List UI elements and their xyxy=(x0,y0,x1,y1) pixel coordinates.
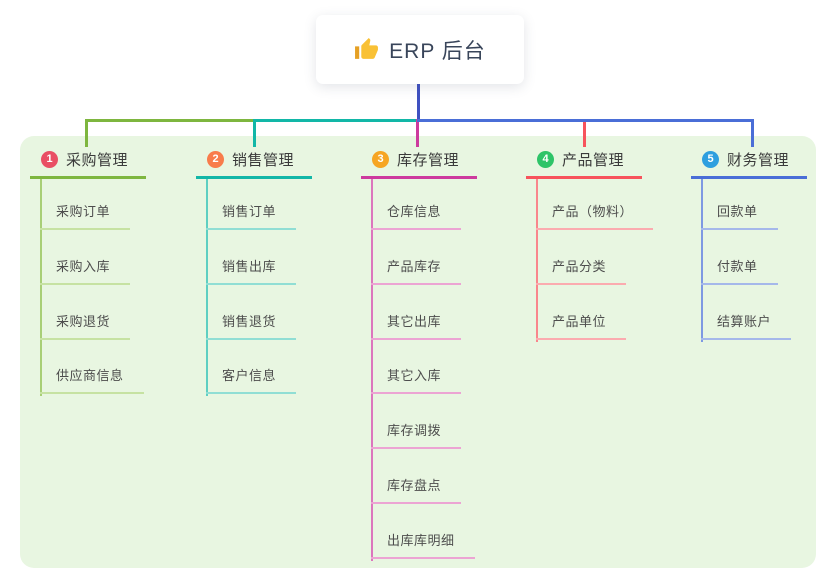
branch-trunk-line xyxy=(536,179,538,342)
branch-label-text: 财务管理 xyxy=(727,152,790,169)
branch-node: 2 销售管理 销售订单 销售出库 销售退货 客户信息 xyxy=(196,0,346,588)
child-node[interactable]: 采购退货 xyxy=(40,312,131,340)
child-node-label: 采购退货 xyxy=(56,313,111,329)
child-node[interactable]: 产品单位 xyxy=(536,312,627,340)
branch-trunk-line xyxy=(701,179,703,342)
child-node[interactable]: 回款单 xyxy=(701,202,778,230)
branch-number-badge: 4 xyxy=(537,151,554,168)
connector-line xyxy=(252,119,420,122)
child-node[interactable]: 产品（物料） xyxy=(536,202,654,230)
branches-background-panel xyxy=(20,136,816,568)
child-node-label: 其它出库 xyxy=(387,313,442,329)
child-node-label: 产品（物料） xyxy=(552,204,634,219)
child-node[interactable]: 其它入库 xyxy=(371,366,462,395)
child-node-label: 库存盘点 xyxy=(387,478,442,493)
branch-label-text: 产品管理 xyxy=(562,152,625,169)
connector-line xyxy=(84,119,420,122)
connector-line xyxy=(417,84,420,122)
branch-label[interactable]: 3 库存管理 xyxy=(361,149,477,179)
connector-line xyxy=(582,122,586,147)
child-node[interactable]: 库存盘点 xyxy=(371,476,462,504)
branch-number-badge: 2 xyxy=(207,151,224,168)
connector-line xyxy=(417,119,754,122)
branch-label[interactable]: 1 采购管理 xyxy=(30,149,146,179)
connector-line xyxy=(252,119,256,147)
child-node-label: 销售出库 xyxy=(222,258,277,274)
child-node[interactable]: 仓库信息 xyxy=(371,202,462,230)
connector-line xyxy=(415,122,419,147)
connector-line xyxy=(84,119,88,147)
child-node-label: 仓库信息 xyxy=(387,204,442,219)
branch-label-text: 销售管理 xyxy=(232,152,295,169)
branch-number-badge: 5 xyxy=(702,151,719,168)
branch-trunk-line xyxy=(40,179,42,397)
thumbs-up-icon xyxy=(355,38,379,59)
branch-label[interactable]: 4 产品管理 xyxy=(526,149,642,179)
child-node-label: 结算账户 xyxy=(717,313,772,329)
branch-node: 4 产品管理 产品（物料） 产品分类 产品单位 xyxy=(526,0,676,588)
branch-number-badge: 1 xyxy=(41,151,58,168)
child-node[interactable]: 其它出库 xyxy=(371,312,462,340)
child-node[interactable]: 采购入库 xyxy=(40,257,131,285)
branch-label-text: 库存管理 xyxy=(397,152,460,169)
branch-label[interactable]: 2 销售管理 xyxy=(196,149,312,179)
connector-line xyxy=(750,119,754,147)
branch-node: 1 采购管理 采购订单 采购入库 采购退货 供应商信息 xyxy=(30,0,180,588)
child-node[interactable]: 付款单 xyxy=(701,257,778,285)
child-node-label: 供应商信息 xyxy=(56,368,124,384)
child-node-label: 回款单 xyxy=(717,204,758,219)
branch-label[interactable]: 5 财务管理 xyxy=(691,149,807,179)
child-node-label: 销售退货 xyxy=(222,313,277,329)
child-node-label: 付款单 xyxy=(717,258,758,274)
child-node[interactable]: 产品分类 xyxy=(536,257,627,285)
branch-trunk-line xyxy=(206,179,208,397)
child-node[interactable]: 产品库存 xyxy=(371,257,462,285)
branch-number-badge: 3 xyxy=(372,151,389,168)
child-node-label: 客户信息 xyxy=(222,368,277,384)
child-node[interactable]: 销售订单 xyxy=(206,202,297,230)
child-node-label: 采购订单 xyxy=(56,204,111,219)
child-node-label: 产品单位 xyxy=(552,313,607,329)
child-node[interactable]: 销售退货 xyxy=(206,312,297,340)
child-node-label: 库存调拨 xyxy=(387,423,442,439)
child-node[interactable]: 客户信息 xyxy=(206,366,297,395)
child-node[interactable]: 采购订单 xyxy=(40,202,131,230)
branch-node: 5 财务管理 回款单 付款单 结算账户 xyxy=(691,0,839,588)
root-node[interactable]: ERP 后台 xyxy=(316,15,524,84)
branch-label-text: 采购管理 xyxy=(66,152,129,169)
child-node-label: 产品库存 xyxy=(387,258,442,274)
child-node[interactable]: 销售出库 xyxy=(206,257,297,285)
child-node-label: 其它入库 xyxy=(387,368,442,384)
child-node[interactable]: 结算账户 xyxy=(701,312,792,340)
child-node[interactable]: 出库库明细 xyxy=(371,531,475,559)
branch-node: 3 库存管理 仓库信息 产品库存 其它出库 其它入库 库存调拨 库存盘点 出库库… xyxy=(361,0,511,588)
child-node[interactable]: 库存调拨 xyxy=(371,421,462,450)
child-node-label: 产品分类 xyxy=(552,258,607,274)
branch-trunk-line xyxy=(371,179,373,561)
child-node[interactable]: 供应商信息 xyxy=(40,366,144,395)
child-node-label: 采购入库 xyxy=(56,258,111,274)
root-node-label: ERP 后台 xyxy=(389,39,486,63)
child-node-label: 出库库明细 xyxy=(387,532,455,548)
child-node-label: 销售订单 xyxy=(222,204,277,219)
